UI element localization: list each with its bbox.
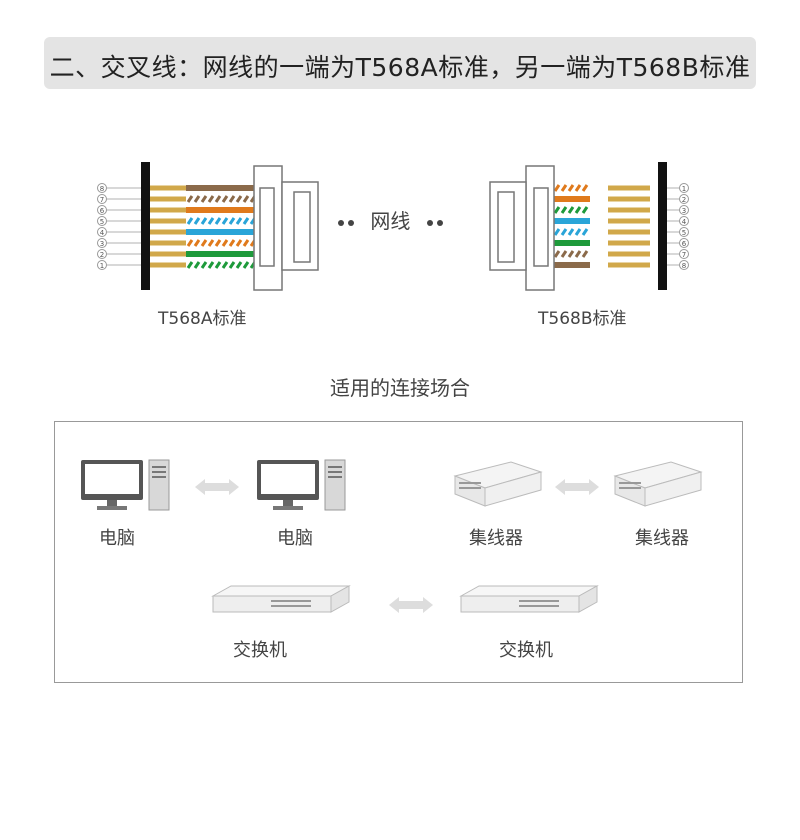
pin-number: 6 (682, 240, 687, 248)
switch-icon (459, 585, 599, 613)
pin-number: 2 (100, 251, 104, 259)
scenario-1-left-label: 电脑 (99, 528, 135, 549)
wire-pin-8: 8 (97, 183, 258, 193)
pin-number: 1 (100, 262, 104, 270)
pin-number: 2 (682, 196, 686, 204)
switch-icon (211, 585, 351, 613)
pin-number: 8 (100, 185, 104, 193)
cable-label: 网线 (336, 205, 445, 234)
cable-text: 网线 (370, 209, 411, 233)
hub-icon (453, 461, 543, 507)
computer-icon (81, 459, 170, 511)
pin-number: 4 (682, 218, 687, 226)
pin-number: 8 (682, 262, 686, 270)
hub-icon (613, 461, 703, 507)
wire-pin-4: 4 (97, 227, 258, 237)
title-banner: 二、交叉线：网线的一端为T568A标准，另一端为T568B标准 (44, 37, 756, 89)
pin-number: 3 (100, 240, 104, 248)
wire-pin-2: 2 (97, 249, 258, 259)
computer-icon (257, 459, 346, 511)
pin-number: 1 (682, 185, 686, 193)
pin-number: 4 (100, 229, 105, 237)
dot-icon (348, 219, 354, 226)
pin-number: 7 (682, 251, 686, 259)
pin-number: 5 (100, 218, 104, 226)
pin-number: 5 (682, 229, 686, 237)
scenario-1-right-label: 电脑 (277, 528, 313, 549)
pin-number: 6 (100, 207, 105, 215)
scenario-2-left-label: 集线器 (469, 528, 523, 549)
scenario-2-right-label: 集线器 (635, 528, 689, 549)
scenario-title: 适用的连接场合 (330, 376, 470, 400)
t568a-connector: 8 7 6 5 4 3 2 1 (97, 162, 319, 291)
dot-icon (426, 219, 433, 226)
double-arrow-icon (389, 597, 433, 613)
t568b-label: T568B标准 (538, 309, 627, 329)
dot-icon (436, 219, 443, 226)
dot-icon (338, 219, 344, 226)
wire-pin-7: 7 (97, 194, 258, 204)
wire-pin-6: 6 (97, 205, 258, 215)
wire-pin-3: 3 (97, 238, 258, 248)
banner-title: 二、交叉线：网线的一端为T568A标准，另一端为T568B标准 (49, 53, 751, 82)
scenario-box: 电脑 电脑 集线器 集线器 交换机 (54, 421, 743, 683)
t568b-connector: 1 2 3 4 5 6 7 8 (489, 162, 689, 291)
t568a-label: T568A标准 (158, 309, 247, 329)
double-arrow-icon (555, 479, 599, 495)
wire-pin-1: 1 (97, 260, 258, 270)
wire-pin-5: 5 (97, 216, 258, 226)
pin-number: 7 (100, 196, 104, 204)
scenario-3-right-label: 交换机 (499, 640, 553, 661)
double-arrow-icon (195, 479, 239, 495)
pin-number: 3 (682, 207, 686, 215)
scenario-3-left-label: 交换机 (233, 640, 287, 661)
